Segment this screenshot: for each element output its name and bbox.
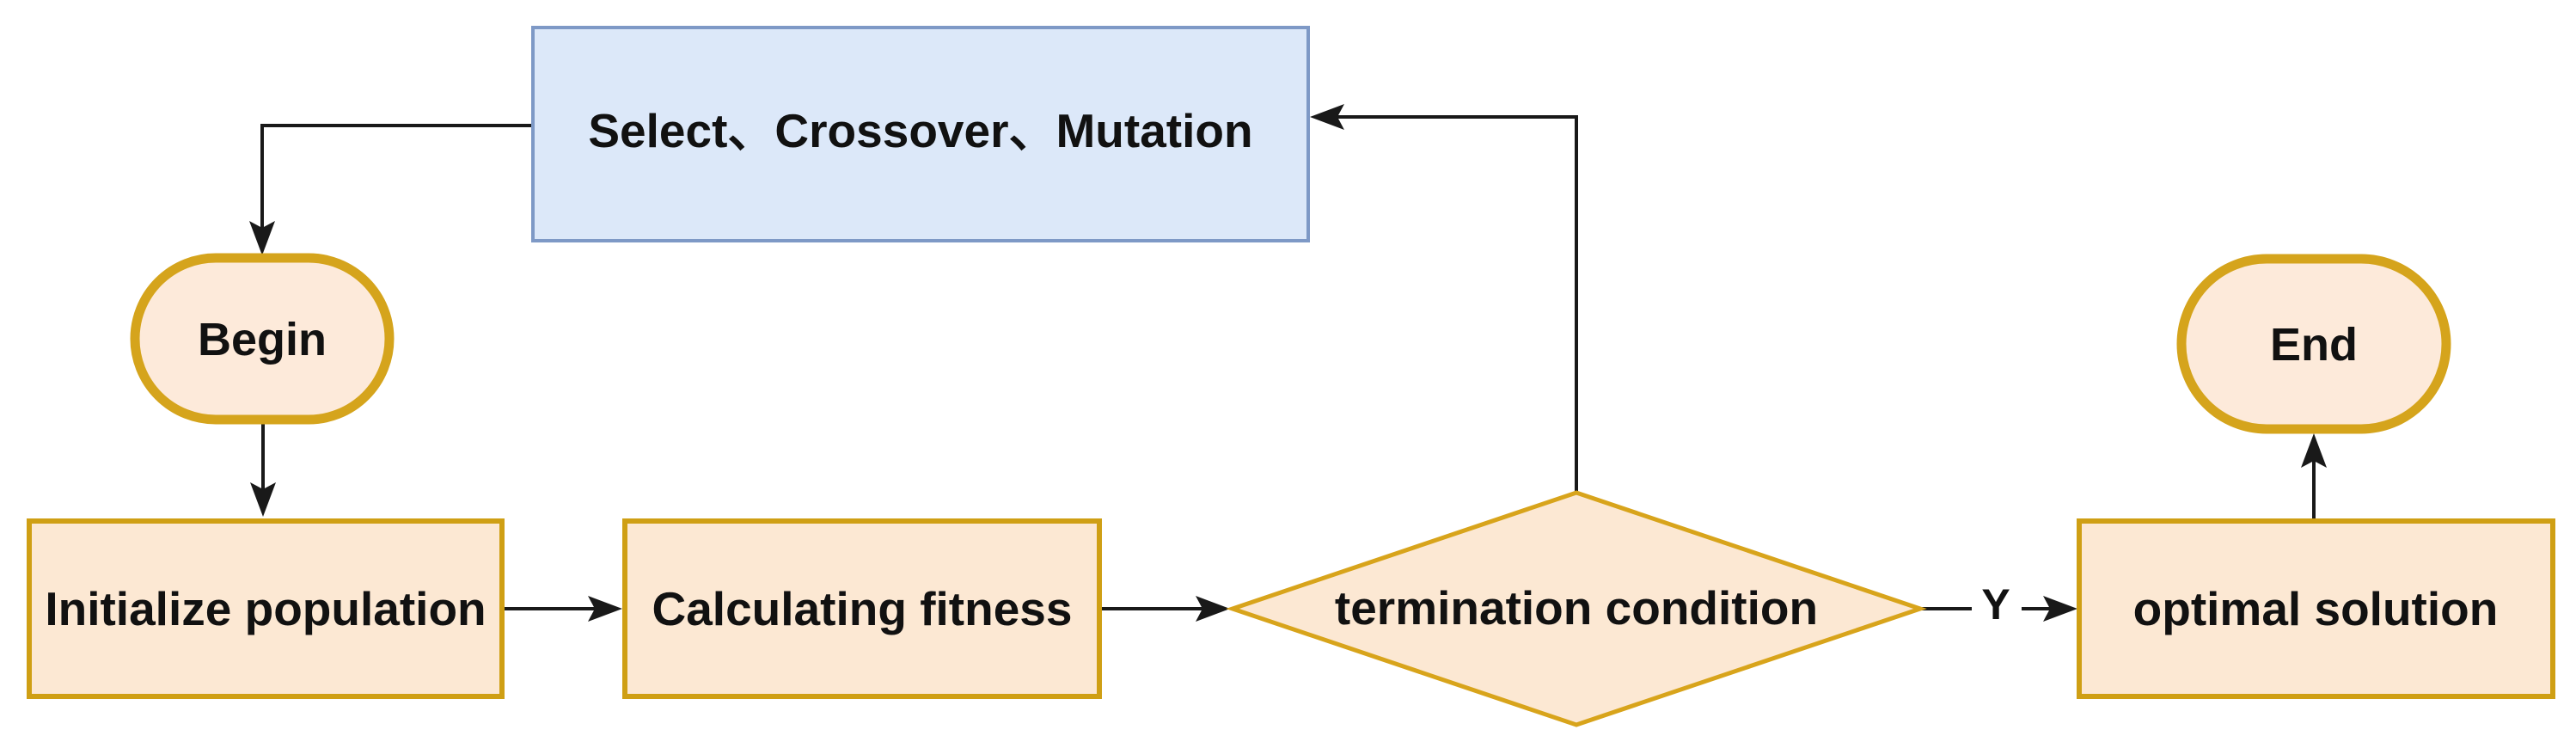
process-box <box>27 518 505 699</box>
node-select-crossover-mutation: Select、Crossover、Mutation <box>531 26 1310 242</box>
arrowhead-left-icon <box>1310 104 1344 130</box>
arrowhead-up-icon <box>2301 433 2327 468</box>
node-end: End <box>2176 254 2451 434</box>
process-box <box>531 26 1310 242</box>
arrowhead-right-icon <box>1196 596 1230 622</box>
decision-diamond <box>1226 490 1927 727</box>
node-label: optimal solution <box>2133 582 2499 635</box>
node-label: termination condition <box>1335 581 1818 635</box>
process-box <box>2077 518 2555 699</box>
edge-begin-to-init <box>250 420 276 517</box>
process-box <box>622 518 1102 699</box>
edge-term-to-optimal: Y <box>1920 569 2077 629</box>
arrowhead-right-icon <box>588 596 622 622</box>
node-label: Calculating fitness <box>652 582 1073 635</box>
edge-label-background <box>1972 569 2022 628</box>
edge-select-to-begin <box>249 124 533 255</box>
node-label: Select、Crossover、Mutation <box>588 104 1252 157</box>
node-label: Initialize population <box>45 582 486 635</box>
node-calculating-fitness: Calculating fitness <box>622 518 1102 699</box>
node-termination-condition: termination condition <box>1226 490 1927 727</box>
terminator-shape <box>130 253 395 425</box>
edge-calc-to-term <box>1099 596 1230 622</box>
node-initialize-population: Initialize population <box>27 518 505 699</box>
arrowhead-down-icon <box>250 482 276 517</box>
edge-line <box>1337 115 1578 493</box>
edge-init-to-calc <box>502 596 622 622</box>
terminator-shape <box>2176 254 2451 434</box>
edge-line <box>260 124 533 228</box>
node-label: Begin <box>198 314 327 365</box>
arrowhead-right-icon <box>2043 596 2077 622</box>
node-begin: Begin <box>130 253 395 425</box>
node-label: End <box>2270 319 2358 371</box>
node-optimal-solution: optimal solution <box>2077 518 2555 699</box>
edge-optimal-to-end <box>2301 433 2327 521</box>
arrowhead-down-icon <box>249 221 275 255</box>
edge-label-y: Y <box>1981 580 2010 629</box>
edge-term-to-select <box>1310 104 1578 493</box>
